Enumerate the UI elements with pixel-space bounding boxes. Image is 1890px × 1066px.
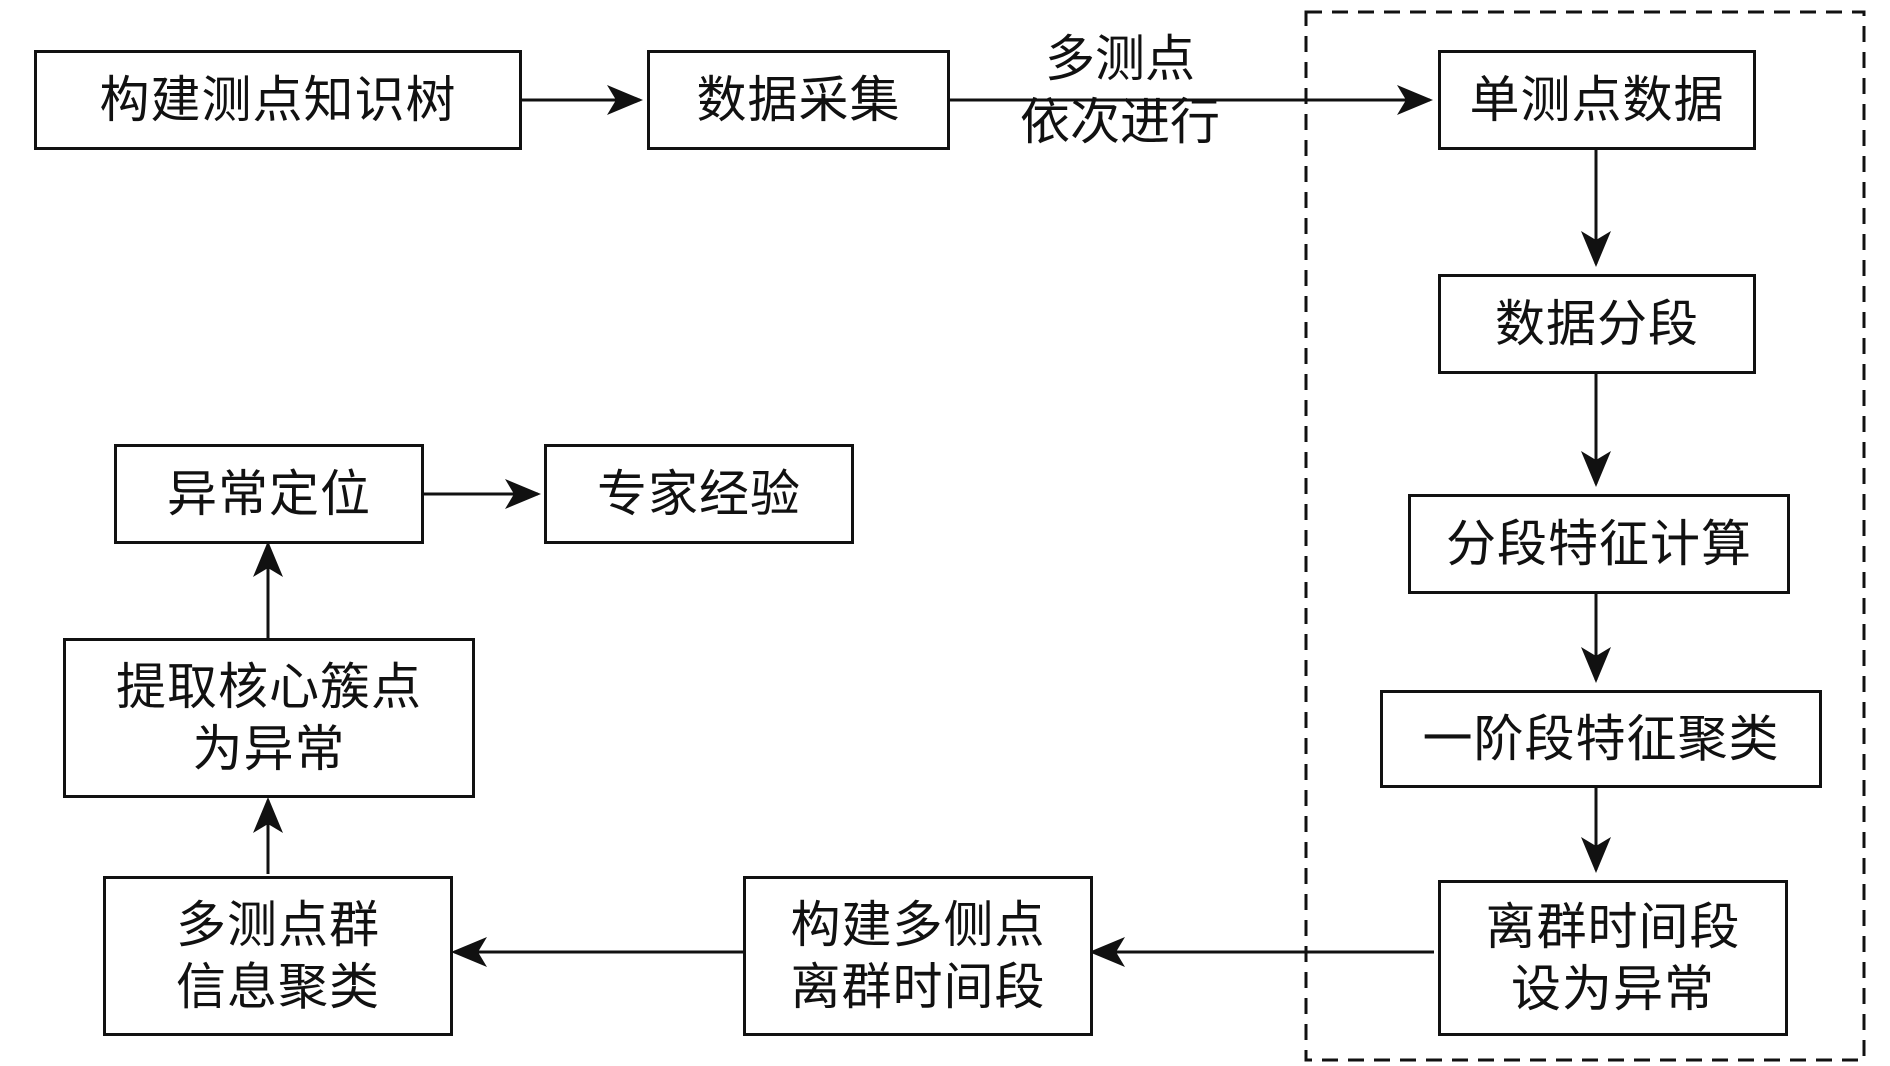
node-single-point-data: 单测点数据 bbox=[1438, 50, 1756, 150]
node-outlier-period-line1: 离群时间段 bbox=[1485, 897, 1741, 956]
node-first-stage-clustering-label: 一阶段特征聚类 bbox=[1422, 709, 1780, 768]
node-extract-core-line2: 为异常 bbox=[192, 720, 346, 778]
node-build-knowledge-tree-label: 构建测点知识树 bbox=[99, 70, 457, 129]
node-expert-experience-label: 专家经验 bbox=[597, 464, 801, 523]
node-first-stage-clustering: 一阶段特征聚类 bbox=[1380, 690, 1822, 788]
node-segment-feature-calc-label: 分段特征计算 bbox=[1446, 514, 1752, 573]
node-outlier-period-line2: 设为异常 bbox=[1511, 960, 1715, 1018]
node-extract-core-line1: 提取核心簇点 bbox=[116, 657, 422, 716]
single-point-stage-boundary bbox=[1304, 10, 1866, 1062]
node-data-collection: 数据采集 bbox=[647, 50, 950, 150]
node-multi-point-group-line1: 多测点群 bbox=[176, 895, 380, 954]
node-anomaly-location: 异常定位 bbox=[114, 444, 424, 544]
node-data-segmentation: 数据分段 bbox=[1438, 274, 1756, 374]
edge-label-multi-point-sequential: 多测点 依次进行 bbox=[980, 28, 1260, 153]
node-multi-point-group-line2: 信息聚类 bbox=[176, 958, 380, 1016]
node-build-multi-outlier-line1: 构建多侧点 bbox=[790, 895, 1046, 954]
node-build-multi-outlier-period: 构建多侧点 离群时间段 bbox=[743, 876, 1093, 1036]
edge-label-line1: 多测点 bbox=[1045, 30, 1195, 88]
node-extract-core-cluster: 提取核心簇点 为异常 bbox=[63, 638, 475, 798]
node-expert-experience: 专家经验 bbox=[544, 444, 854, 544]
node-anomaly-location-label: 异常定位 bbox=[167, 464, 371, 523]
edge-label-line2: 依次进行 bbox=[1020, 92, 1220, 151]
node-build-knowledge-tree: 构建测点知识树 bbox=[34, 50, 522, 150]
node-data-collection-label: 数据采集 bbox=[696, 70, 901, 129]
node-build-multi-outlier-line2: 离群时间段 bbox=[790, 958, 1046, 1016]
node-single-point-data-label: 单测点数据 bbox=[1469, 70, 1725, 129]
node-data-segmentation-label: 数据分段 bbox=[1495, 294, 1699, 353]
node-segment-feature-calc: 分段特征计算 bbox=[1408, 494, 1790, 594]
node-multi-point-group-clustering: 多测点群 信息聚类 bbox=[103, 876, 453, 1036]
node-outlier-period-anomaly: 离群时间段 设为异常 bbox=[1438, 880, 1788, 1036]
